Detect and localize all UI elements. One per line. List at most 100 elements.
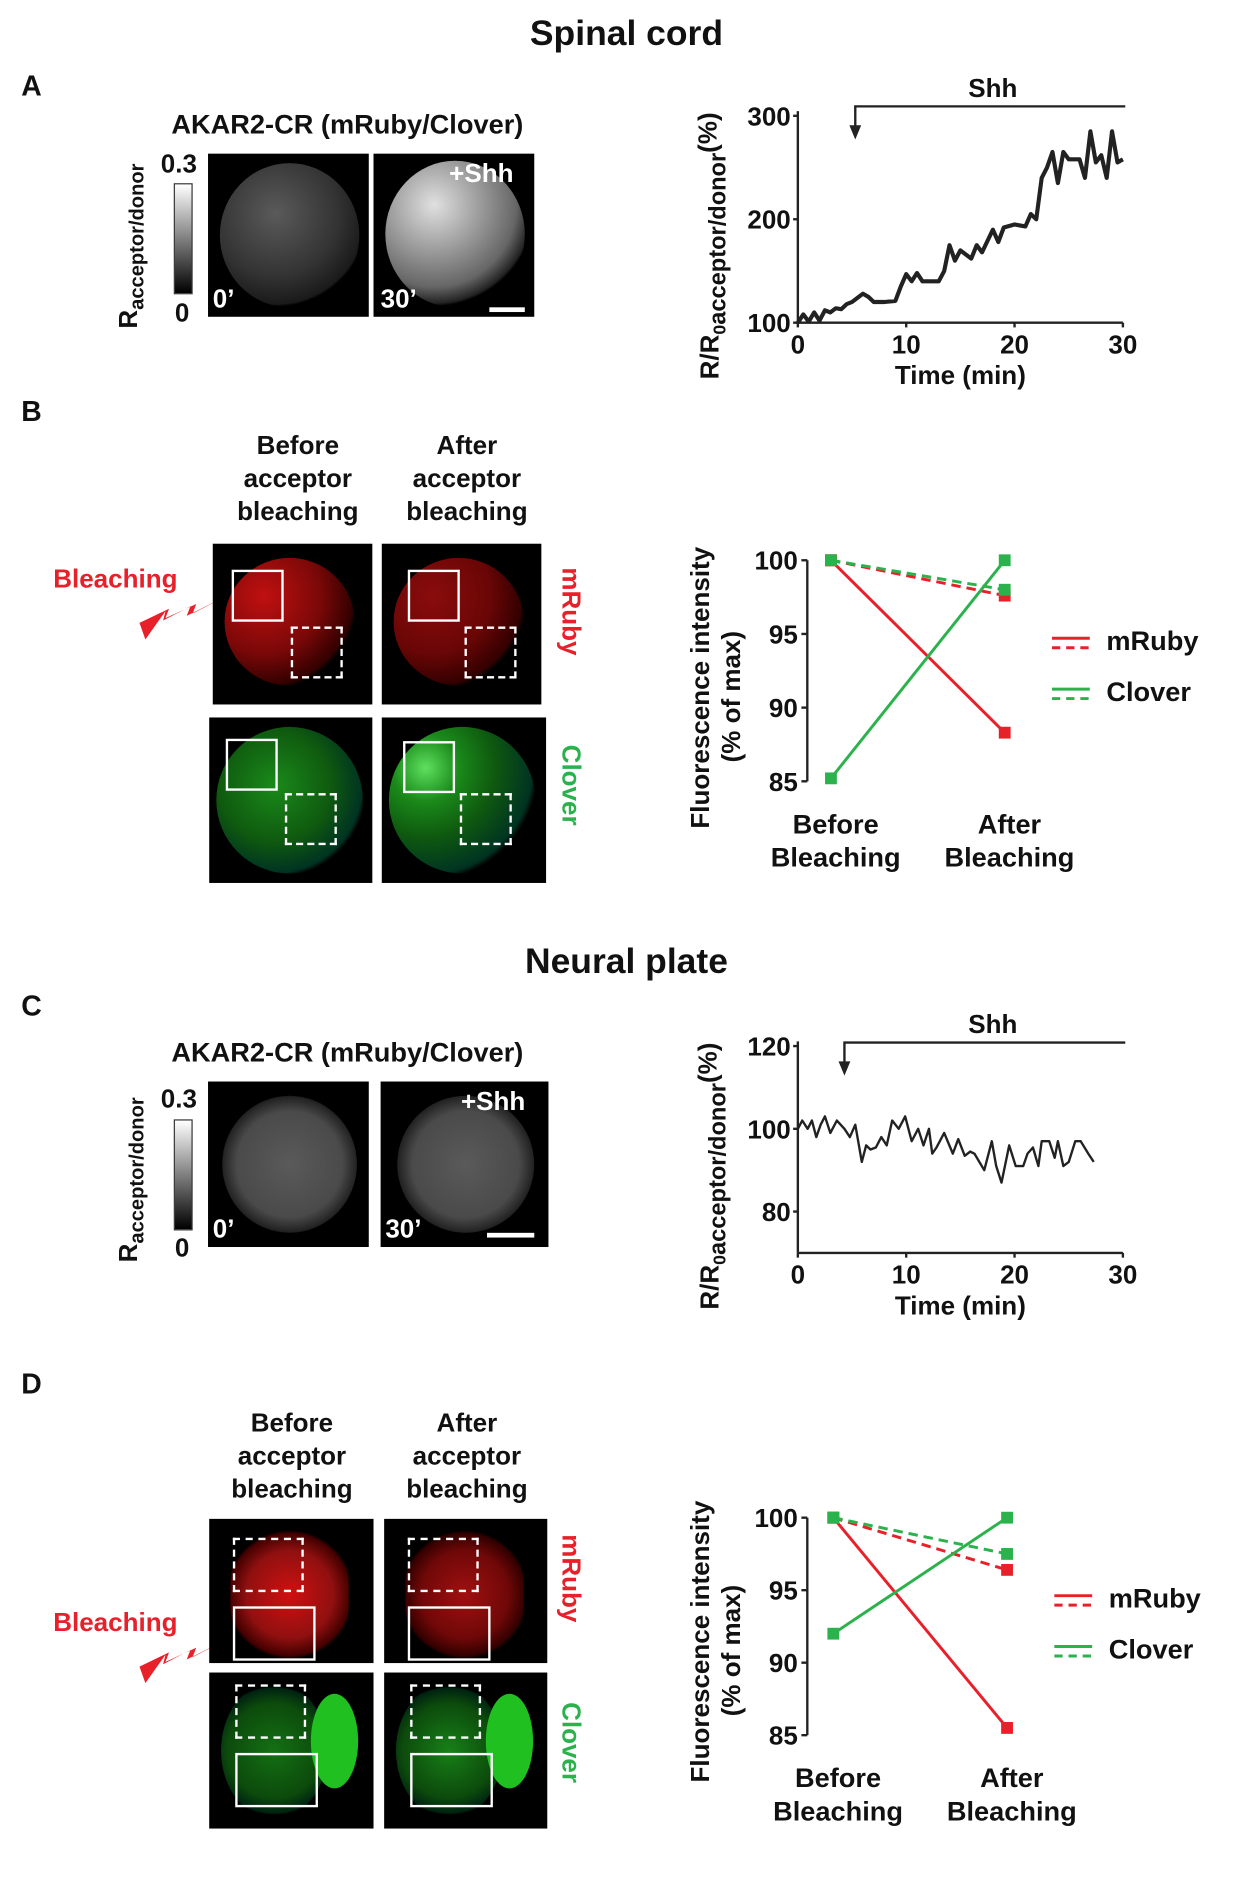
scale-bar [489, 307, 525, 313]
lightning-bolt-icon [139, 593, 232, 640]
shh-bracket [843, 1041, 1126, 1069]
x-tick-label: 20 [1000, 329, 1029, 359]
y-axis-label-part: (%) [692, 1043, 722, 1083]
y-tick-label: 100 [747, 308, 790, 338]
sensor-title-a: AKAR2-CR (mRuby/Clover) [171, 108, 524, 140]
y-axis-label-part: R/R [695, 334, 725, 379]
roi-control [235, 1684, 307, 1739]
data-point-clover [998, 554, 1011, 567]
colorbar-label-a: Racceptor/donor [113, 163, 149, 329]
ratio-image-0min: 0’ [208, 153, 369, 317]
y-tick-label: 300 [747, 101, 790, 131]
data-point-clover [998, 583, 1011, 596]
series-line-mruby-solid [832, 1516, 1009, 1729]
colorbar-max-a: 0.3 [160, 148, 197, 179]
roi-bleach [410, 1752, 493, 1808]
roi-control [284, 793, 337, 846]
series-line-clover-solid [832, 1516, 1008, 1635]
clover-after-image-d [384, 1672, 548, 1829]
x-tick-label: 30 [1108, 329, 1137, 359]
data-line [796, 129, 1124, 324]
ratio-image-0min-c: 0’ [208, 1081, 369, 1248]
roi-bleach [407, 569, 460, 622]
clover-before-image-b [209, 717, 373, 883]
roi-bleach [225, 738, 278, 791]
roi-bleach [235, 1752, 318, 1808]
x-tick-label: 0 [791, 329, 805, 359]
shh-bracket [854, 105, 1126, 133]
arrow-down-icon [849, 125, 862, 140]
roi-control [410, 1684, 482, 1739]
roi-bleach [403, 741, 456, 794]
shh-overlay: +Shh [449, 158, 514, 188]
y-axis-label-part: 0 [710, 325, 730, 335]
y-tick-label: 85 [769, 1721, 798, 1751]
y-tick-label: 95 [769, 619, 798, 649]
roi-control [290, 626, 343, 679]
x-axis-label: Time (min) [895, 1290, 1026, 1320]
roi-control [232, 1537, 304, 1593]
y-tick-label: 90 [769, 693, 798, 723]
mruby-before-image-b [212, 543, 373, 705]
channel-label-mruby-d: mRuby [556, 1534, 587, 1623]
x-axis-label: Time (min) [895, 360, 1026, 390]
y-tick-label: 85 [769, 767, 798, 797]
chart-b-fluorescence: 85 90 95 100 Fluorescence intensity(% of max… [685, 546, 1198, 873]
annotation-label: Shh [968, 73, 1017, 103]
data-point-clover [825, 772, 837, 785]
y-axis-label: R/R0acceptor/donor(%) [692, 1043, 731, 1310]
roi-control [407, 1537, 479, 1593]
x-tick-label: 20 [1000, 1260, 1029, 1290]
legend-label: Clover [1106, 676, 1191, 707]
clover-before-image-d [209, 1672, 374, 1829]
y-tick-label: 100 [754, 1503, 797, 1533]
y-tick-label: 95 [769, 1576, 798, 1606]
colorbar-min-c: 0 [174, 1232, 190, 1263]
y-axis-label-part: R/R [695, 1265, 725, 1310]
y-tick-label: 200 [747, 205, 790, 235]
legend-label: mRuby [1106, 625, 1198, 656]
roi-bleach [232, 1606, 316, 1661]
panel-label-d: D [21, 1368, 42, 1401]
channel-label-clover-d: Clover [556, 1702, 587, 1784]
arrow-down-icon [838, 1061, 851, 1076]
annotation-label: Shh [968, 1009, 1017, 1039]
ratio-image-30min: +Shh 30’ [373, 153, 535, 317]
panel-label-b: B [21, 395, 42, 428]
channel-label-mruby-b: mRuby [556, 567, 587, 656]
data-point-mruby [1001, 1563, 1013, 1576]
y-axis-label: R/R0acceptor/donor(%) [692, 112, 731, 379]
legend-label: Clover [1109, 1633, 1194, 1664]
y-axis-label-unit: (% of max) [716, 631, 746, 762]
series-line-mruby-dashed [832, 1516, 1008, 1572]
scale-bar [486, 1232, 535, 1238]
data-point-clover [1001, 1511, 1013, 1524]
y-axis-label-unit: (% of max) [716, 1585, 746, 1716]
data-point-clover [825, 554, 837, 567]
bleaching-label-d: Bleaching [53, 1607, 178, 1638]
roi-bleach [407, 1606, 491, 1661]
y-tick-label: 100 [754, 546, 797, 576]
y-axis-label-part: acceptor/donor [706, 1083, 732, 1255]
y-tick-label: 100 [747, 1114, 790, 1144]
y-axis-label-part: acceptor/donor [706, 153, 732, 325]
series-line-clover-solid [829, 559, 1006, 780]
y-axis-label: Fluorescence intensity [685, 546, 715, 828]
ratio-image-30min-c: +Shh 30’ [380, 1081, 549, 1248]
data-point-clover [1001, 1548, 1013, 1560]
x-tick-label: 10 [892, 1260, 921, 1290]
roi-bleach [231, 569, 284, 622]
section-title-neural-plate: Neural plate [524, 942, 728, 982]
series-line-mruby-dashed [830, 558, 1005, 598]
mruby-before-image-d [209, 1518, 374, 1664]
timestamp-0: 0’ [212, 1213, 235, 1244]
clover-after-image-b [381, 717, 547, 883]
